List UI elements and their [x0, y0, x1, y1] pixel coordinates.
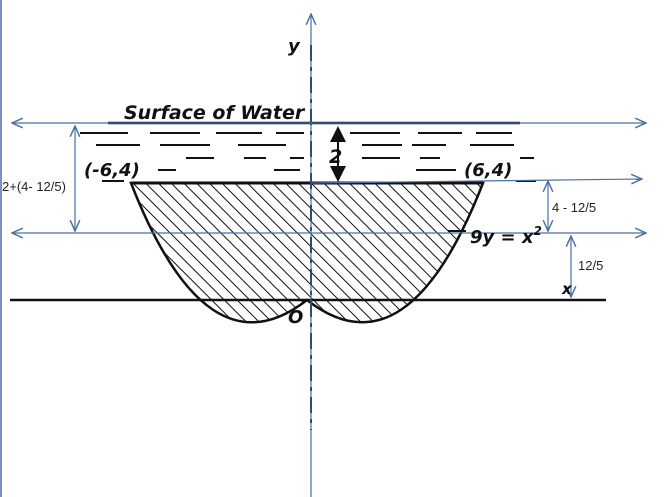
hatched-region: [129, 181, 485, 324]
dim-total-label: 2+(4- 12/5): [2, 179, 66, 194]
surface-label: Surface of Water: [124, 102, 306, 124]
curve-equation-text: 9y = x: [470, 227, 535, 248]
y-axis-label: y: [288, 36, 301, 57]
guide-plate-top: [311, 179, 642, 183]
curve-equation-exponent: 2: [533, 224, 541, 238]
right-point-label: (6,4): [464, 160, 512, 181]
x-axis-label: x: [561, 280, 573, 298]
water-waves: [80, 132, 536, 182]
dim-lower-label: 12/5: [578, 258, 603, 273]
depth-label: 2: [329, 146, 342, 168]
origin-label: O: [288, 307, 303, 328]
dim-upper-label: 4 - 12/5: [552, 200, 596, 215]
curve-equation-label: 9y = x2: [470, 224, 542, 248]
left-point-label: (-6,4): [84, 160, 140, 181]
